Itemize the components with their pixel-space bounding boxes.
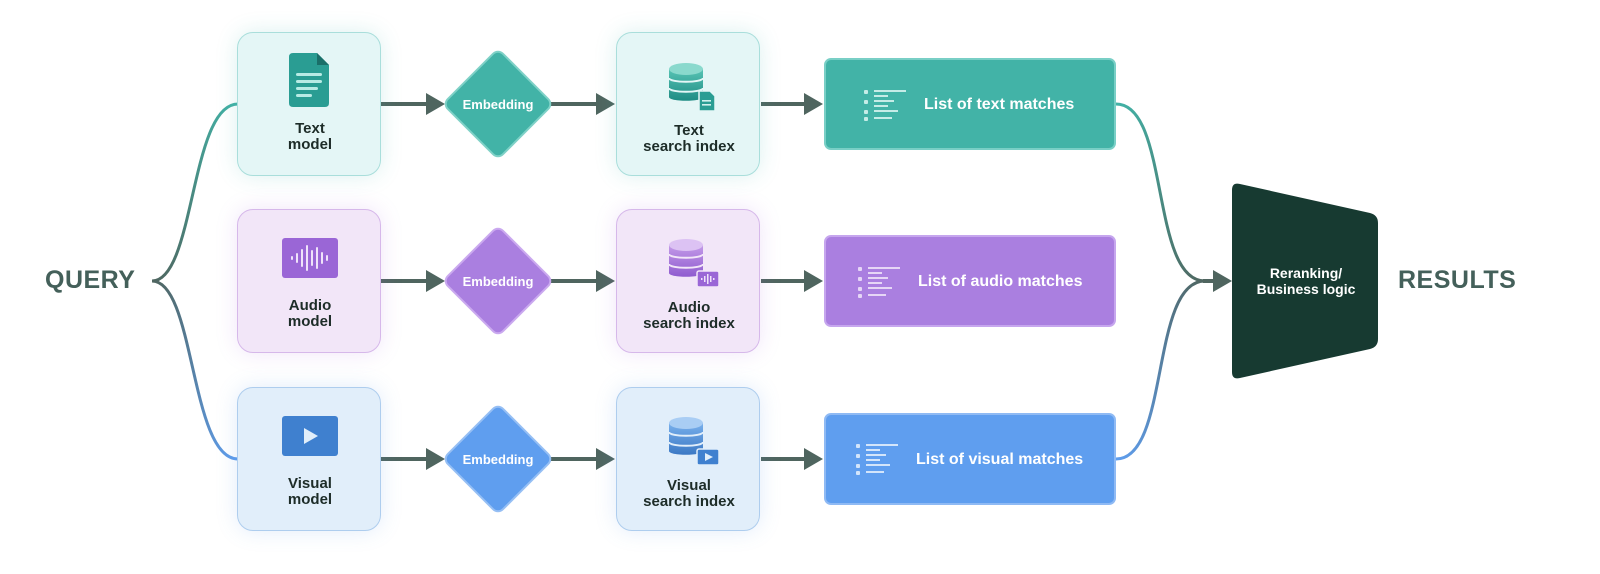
embedding-diamond-visual [444,405,552,513]
rerank-arrow-head [1213,270,1232,292]
waveform-icon [282,238,338,278]
reranking-shape [1232,183,1378,379]
row-arrows [381,93,823,470]
query-label: QUERY [45,266,136,294]
embedding-label-visual: Embedding [462,452,534,467]
text-matches-label: List of text matches [924,96,1075,113]
database-waveform-icon [668,239,720,288]
play-icon [282,416,338,456]
list-icon [858,267,900,298]
document-icon [289,53,329,107]
list-icon [856,444,898,475]
embedding-label-text: Embedding [462,97,534,112]
embedding-diamond-text [444,50,552,158]
text-matches-box: List of text matches [824,58,1116,150]
database-document-icon [668,63,716,112]
merge-curve-text [1115,102,1206,283]
audio-matches-box: List of audio matches [824,235,1116,327]
embedding-label-audio: Embedding [462,274,534,289]
visual-matches-label: List of visual matches [916,451,1084,468]
query-branch-visual [151,279,239,461]
query-branch-text [151,102,239,283]
reranking-label: Reranking/Business logic [1256,265,1356,297]
results-label: RESULTS [1398,266,1517,294]
embedding-diamond-audio [444,227,552,335]
visual-matches-box: List of visual matches [824,413,1116,505]
list-icon [864,90,906,121]
database-play-icon [668,417,720,466]
audio-matches-label: List of audio matches [918,273,1083,290]
merge-curve-visual [1115,279,1206,461]
